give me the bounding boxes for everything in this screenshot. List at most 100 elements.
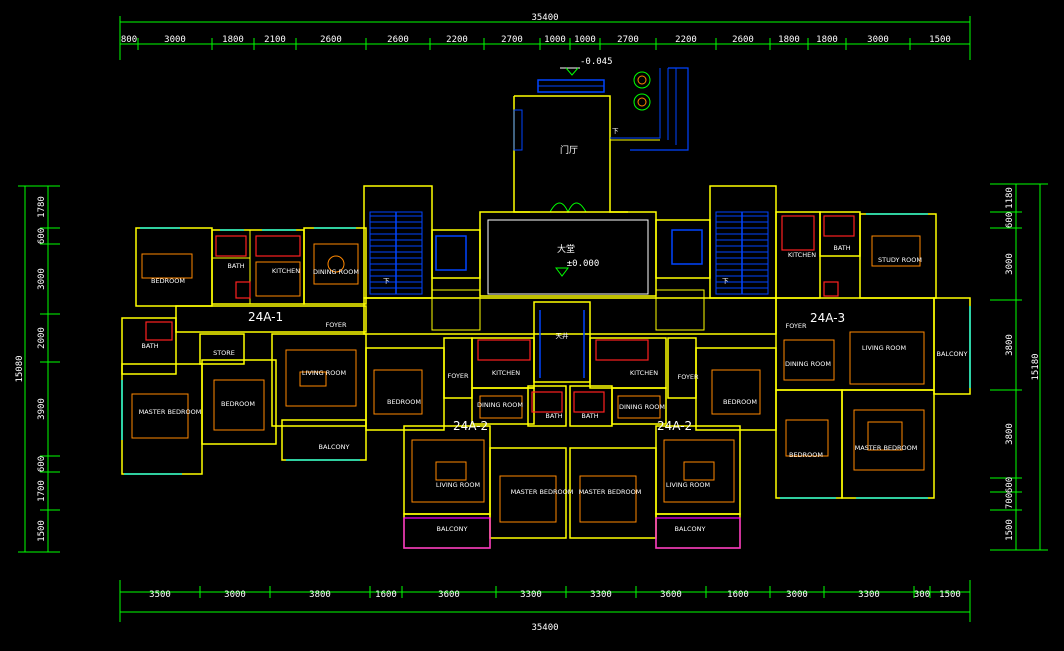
entry-canopy	[513, 67, 689, 214]
room-label: MASTER BEDROOM	[511, 488, 574, 496]
right-dimension-label: 600	[1005, 212, 1015, 228]
unit-24a-1-furniture	[131, 243, 359, 439]
room-label: STORE	[213, 349, 235, 357]
top-dimension-label: 1800	[816, 35, 838, 45]
bottom-total-dimension: 35400	[531, 623, 558, 633]
room-label: DINING ROOM	[785, 360, 831, 368]
top-dimension-label: 1500	[929, 35, 951, 45]
top-dimension-label: 2600	[387, 35, 409, 45]
right-dimension-label: 3000	[1005, 253, 1015, 275]
unit-24a-1-windows	[121, 227, 360, 475]
room-label: LIVING ROOM	[302, 369, 346, 377]
room-label: BALCONY	[318, 443, 349, 451]
room-label: MASTER BEDROOM	[139, 408, 202, 416]
entry-hall-label: 门厅	[560, 144, 578, 156]
left-dimension-label: 3000	[37, 268, 47, 290]
room-label: DINING ROOM	[313, 268, 359, 276]
lobby-level-triangle	[555, 267, 569, 277]
left-dimension-label: 1700	[37, 480, 47, 502]
room-label: LIVING ROOM	[862, 344, 906, 352]
lightwell-label: 天井	[556, 331, 570, 340]
right-dimension-label: 3800	[1005, 423, 1015, 445]
bottom-dimension-label: 3300	[858, 590, 880, 600]
unit-tag-24a-2-right: 24A-2	[657, 419, 692, 433]
room-label: LIVING ROOM	[666, 481, 710, 489]
room-label: BEDROOM	[387, 398, 421, 406]
top-dimension-label: 1000	[574, 35, 596, 45]
room-label: BATH	[545, 412, 562, 420]
unit-24a-3	[775, 211, 971, 499]
room-label: MASTER BEDROOM	[855, 444, 918, 452]
left-dimension-label: 600	[37, 456, 47, 472]
unit-tag-24a-3: 24A-3	[810, 311, 845, 325]
right-dimension-label: 700	[1005, 493, 1015, 509]
unit-24a-2-right-furniture	[579, 369, 761, 523]
down-mark-entry: 下	[612, 127, 619, 135]
room-label: BALCONY	[436, 525, 467, 533]
bottom-dimension-label: 3500	[149, 590, 171, 600]
right-dimension-label: 1500	[1005, 519, 1015, 541]
room-label: FOYER	[785, 322, 807, 330]
unit-24a-2-left-fixtures	[477, 339, 563, 413]
building-core	[363, 185, 777, 383]
room-label: STUDY ROOM	[878, 256, 922, 264]
unit-24a-2-left-furniture	[373, 369, 557, 523]
top-dimension-label: 800	[121, 35, 137, 45]
left-total-dimension: 15080	[15, 355, 25, 382]
top-dimension-label: 2600	[320, 35, 342, 45]
unit-24a-3-furniture	[783, 235, 925, 471]
unit-24a-2-right-fixtures	[573, 339, 649, 413]
bottom-dimension-label: 1600	[375, 590, 397, 600]
room-label: KITCHEN	[630, 369, 658, 377]
room-labels: BEDROOM BATH KITCHEN DINING ROOM FOYER BATH ST…	[139, 244, 968, 533]
room-label: BATH	[141, 342, 158, 350]
right-dimension-label: 600	[1005, 477, 1015, 493]
room-label: FOYER	[447, 372, 469, 380]
unit-24a-3-windows	[780, 213, 971, 499]
bottom-dimension-label: 3300	[590, 590, 612, 600]
unit-24a-3-fixtures	[781, 215, 855, 297]
room-label: BEDROOM	[789, 451, 823, 459]
down-mark-right-stair: 下	[722, 277, 729, 285]
top-dimension-label: 2700	[617, 35, 639, 45]
bottom-dimension-label: 3000	[786, 590, 808, 600]
top-dimension-label: 3000	[867, 35, 889, 45]
room-label: BATH	[833, 244, 850, 252]
left-dimension-label: 1780	[37, 196, 47, 218]
bottom-dimension-label: 3300	[520, 590, 542, 600]
left-dimension-label: 3900	[37, 398, 47, 420]
unit-24a-1-fixtures	[145, 235, 301, 341]
right-total-dimension: 15180	[1031, 353, 1041, 380]
room-label: BEDROOM	[151, 277, 185, 285]
dimension-ticks	[40, 38, 1022, 598]
room-label: BEDROOM	[723, 398, 757, 406]
lobby-label: 大堂	[557, 243, 575, 255]
room-label: KITCHEN	[788, 251, 816, 259]
top-dimension-label: 3000	[164, 35, 186, 45]
bottom-dimension-label: 3600	[660, 590, 682, 600]
top-dimension-label: 2100	[264, 35, 286, 45]
bottom-dimension-label: 3600	[438, 590, 460, 600]
bottom-dimension-label: 3000	[224, 590, 246, 600]
top-dimension-label: 1800	[778, 35, 800, 45]
unit-24a-2-left-partitions	[403, 517, 491, 549]
top-total-dimension: 35400	[531, 13, 558, 23]
entry-level-mark: -0.045	[580, 57, 613, 67]
bottom-dimension-label: 300	[914, 590, 930, 600]
room-label: BATH	[227, 262, 244, 270]
right-dimension-label: 1180	[1005, 187, 1015, 209]
stair-treads	[370, 215, 768, 289]
room-label: DINING ROOM	[477, 401, 523, 409]
room-label: DINING ROOM	[619, 403, 665, 411]
top-dimension-label: 2200	[446, 35, 468, 45]
right-dimension-label: 3800	[1005, 334, 1015, 356]
top-dimension-label: 2700	[501, 35, 523, 45]
top-dimension-label: 1800	[222, 35, 244, 45]
down-mark-left-stair: 下	[383, 277, 390, 285]
unit-tag-24a-2-left: 24A-2	[453, 419, 488, 433]
room-label: BALCONY	[674, 525, 705, 533]
room-label: BATH	[581, 412, 598, 420]
top-dimension-label: 2600	[732, 35, 754, 45]
left-dimension-label: 1500	[37, 520, 47, 542]
